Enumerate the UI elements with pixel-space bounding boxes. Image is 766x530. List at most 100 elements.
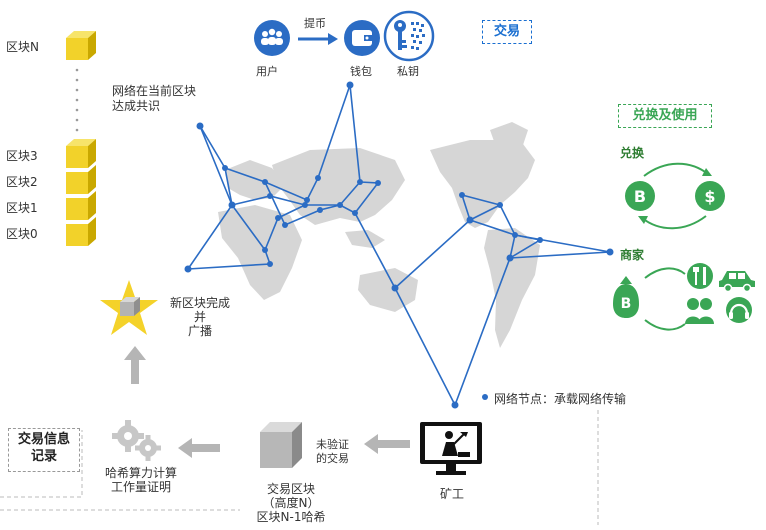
continent-australia xyxy=(358,268,418,312)
bottom-dashed-frame xyxy=(0,410,599,525)
network-node xyxy=(466,216,474,224)
network-node xyxy=(228,201,236,209)
network-nodes xyxy=(184,81,614,409)
network-node xyxy=(267,193,273,199)
network-node xyxy=(606,248,614,256)
transaction-record-box: 交易信息 记录 xyxy=(8,428,80,472)
network-node xyxy=(267,261,273,267)
network-path-g xyxy=(354,212,456,406)
network-node xyxy=(512,232,518,238)
withdraw-label: 提币 xyxy=(304,17,326,30)
btc-coin-icon xyxy=(625,181,655,211)
transaction-title: 交易 xyxy=(482,20,532,44)
tx-block-line-3: 区块N-1哈希 xyxy=(256,510,326,524)
network-node xyxy=(346,81,354,89)
continent-north-america xyxy=(430,140,535,228)
block-0 xyxy=(66,217,96,246)
continent-south-america xyxy=(484,228,540,348)
block-label-3: 区块3 xyxy=(6,149,38,163)
continent-se-asia xyxy=(345,230,385,248)
new-block-label: 新区块完成 并 广播 xyxy=(160,296,240,338)
network-node xyxy=(262,179,268,185)
block-2 xyxy=(66,165,96,194)
continent-europe xyxy=(225,160,285,200)
network-path-j xyxy=(509,251,611,259)
exchange-title: 兑换及使用 xyxy=(618,104,712,128)
unverified-line-2: 的交易 xyxy=(316,452,349,465)
block-label-n: 区块N xyxy=(6,40,39,54)
headphones-icon xyxy=(726,297,752,323)
user-icon xyxy=(254,20,290,56)
private-key-icon xyxy=(383,10,435,62)
new-block-line-3: 广播 xyxy=(187,324,212,338)
hash-line-1: 哈希算力计算 xyxy=(104,466,177,480)
arrow-up-icon xyxy=(124,346,146,384)
record-line-2: 记录 xyxy=(30,449,57,464)
network-node xyxy=(391,284,399,292)
restaurant-icon xyxy=(687,263,713,289)
record-line-1: 交易信息 xyxy=(17,432,70,447)
arrow-left-icon xyxy=(364,434,410,454)
hash-line-2: 工作量证明 xyxy=(110,480,171,494)
network-node xyxy=(357,179,363,185)
network-node xyxy=(275,215,281,221)
network-node xyxy=(317,207,323,213)
merchant-label: 商家 xyxy=(620,248,645,262)
people-icon xyxy=(685,298,714,324)
network-path-e xyxy=(224,167,233,206)
wallet-icon xyxy=(344,20,380,56)
network-node xyxy=(459,192,465,198)
network-node xyxy=(375,180,381,186)
block-label-1: 区块1 xyxy=(6,201,38,215)
network-node xyxy=(262,247,268,253)
gears-icon xyxy=(112,420,161,461)
svg-text:B: B xyxy=(621,296,632,312)
consensus-label: 网络在当前区块达成共识 xyxy=(112,84,197,113)
legend-node-text: 网络节点：承载网络传输 xyxy=(494,392,627,406)
network-node xyxy=(352,210,358,216)
btc-symbol: B xyxy=(633,187,647,206)
continent-greenland xyxy=(490,122,528,152)
usd-symbol: $ xyxy=(704,187,716,206)
network-node xyxy=(222,165,228,171)
network-node xyxy=(302,202,308,208)
network-node xyxy=(315,175,321,181)
transaction-block-icon xyxy=(260,422,302,468)
car-icon xyxy=(719,271,755,293)
blockchain-stack xyxy=(66,31,96,246)
network-path-b xyxy=(199,84,351,202)
new-block-line-2: 并 xyxy=(193,310,206,324)
merchant-icons: B xyxy=(613,263,755,331)
legend-node-icon xyxy=(482,394,488,400)
btc-usd-exchange-icon xyxy=(625,162,725,230)
money-bag-icon: B xyxy=(613,276,639,318)
continents xyxy=(218,122,540,348)
block-1 xyxy=(66,191,96,220)
usd-coin-icon xyxy=(695,181,725,211)
tx-block-line-1: 交易区块 xyxy=(266,482,315,496)
block-label-0: 区块0 xyxy=(6,227,38,241)
block-3 xyxy=(66,139,96,168)
tx-block-line-2: （高度N） xyxy=(262,496,320,510)
continent-asia xyxy=(272,148,405,225)
network-node xyxy=(282,222,288,228)
continent-africa xyxy=(218,205,302,300)
arrow-left-icon-2 xyxy=(178,438,220,458)
network-path-h xyxy=(394,219,611,289)
new-block-line-1: 新区块完成 xyxy=(169,296,230,310)
exchange-label: 兑换 xyxy=(620,146,645,160)
miner-icon xyxy=(420,422,482,475)
new-block-star-icon xyxy=(100,280,158,335)
network-node xyxy=(506,254,514,262)
network-node xyxy=(537,237,543,243)
network-node xyxy=(451,401,459,409)
unverified-label: 未验证 的交易 xyxy=(316,438,349,466)
withdraw-arrow xyxy=(298,33,338,45)
block-n xyxy=(66,31,96,60)
network-node xyxy=(196,122,204,130)
unverified-line-1: 未验证 xyxy=(316,438,349,451)
hash-label: 哈希算力计算 工作量证明 xyxy=(86,466,196,494)
user-label: 用户 xyxy=(256,65,278,78)
wallet-label: 钱包 xyxy=(350,65,372,78)
